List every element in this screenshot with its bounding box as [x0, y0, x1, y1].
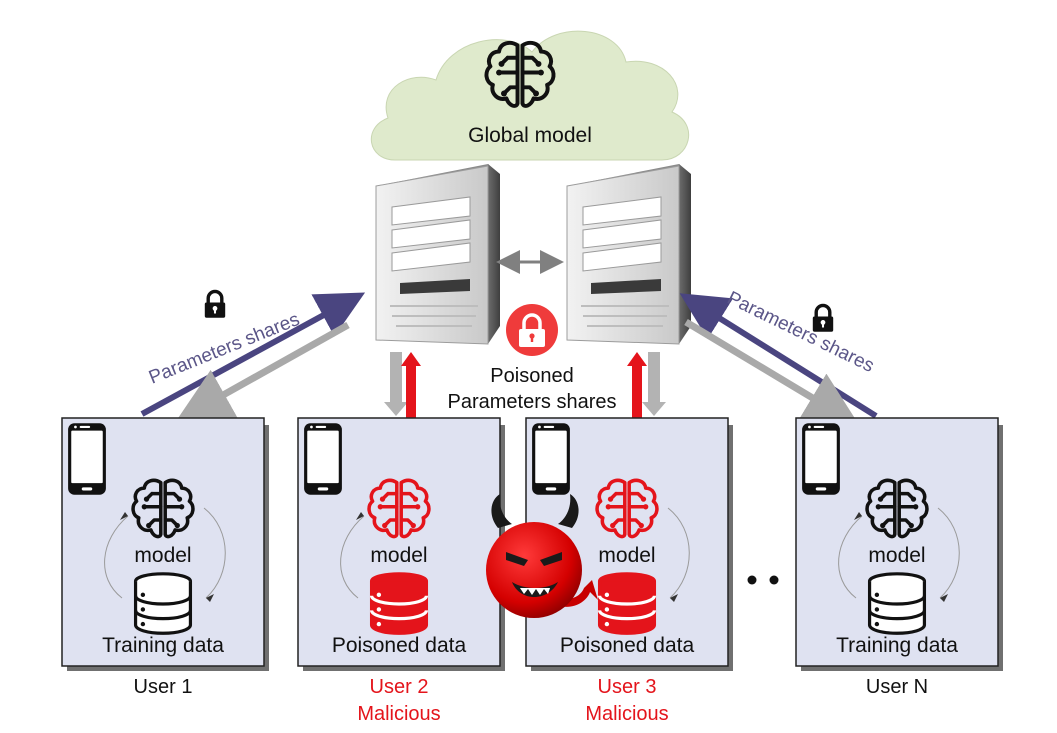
user-panel-3 [525, 417, 733, 671]
database-icon [597, 572, 657, 635]
data-label: Poisoned data [331, 634, 467, 657]
user-name: User 1 [133, 676, 193, 698]
smartphone-icon [802, 423, 840, 495]
user-panel-n [795, 417, 1003, 671]
data-label: Training data [102, 634, 224, 657]
user-status: Malicious [585, 703, 669, 725]
user-panel-1 [61, 417, 269, 671]
poisoned-label-line2: Parameters shares [447, 391, 617, 413]
cloud-label: Global model [468, 124, 592, 147]
data-label: Poisoned data [559, 634, 695, 657]
database-icon [369, 572, 429, 635]
link-user1: Parameters shares [140, 292, 366, 422]
database-icon [133, 572, 193, 635]
server-left [375, 164, 500, 345]
server-right [566, 164, 691, 345]
lock-icon-left [203, 289, 227, 320]
lock-icon-right [811, 303, 835, 334]
user-panel-2 [297, 417, 505, 671]
link-label-left: Parameters shares [146, 309, 303, 389]
link-userN: Parameters shares [679, 288, 878, 427]
model-label: model [134, 544, 192, 567]
devil-icon [486, 494, 598, 618]
more-users-ellipsis [747, 575, 779, 585]
model-label: model [868, 544, 926, 567]
user-name: User 3 [597, 676, 657, 698]
user-status: Malicious [357, 703, 441, 725]
user-name: User 2 [369, 676, 429, 698]
model-label: model [370, 544, 428, 567]
poison-arrows-left [384, 352, 421, 419]
smartphone-icon [304, 423, 342, 495]
cloud [370, 30, 690, 161]
database-icon [867, 572, 927, 635]
smartphone-icon [532, 423, 570, 495]
poison-arrows-right [627, 352, 666, 419]
smartphone-icon [68, 423, 106, 495]
poisoned-label-line1: Poisoned [490, 365, 574, 387]
poison-lock-icon [506, 304, 558, 356]
user-name: User N [865, 676, 929, 698]
model-label: model [598, 544, 656, 567]
data-label: Training data [836, 634, 958, 657]
